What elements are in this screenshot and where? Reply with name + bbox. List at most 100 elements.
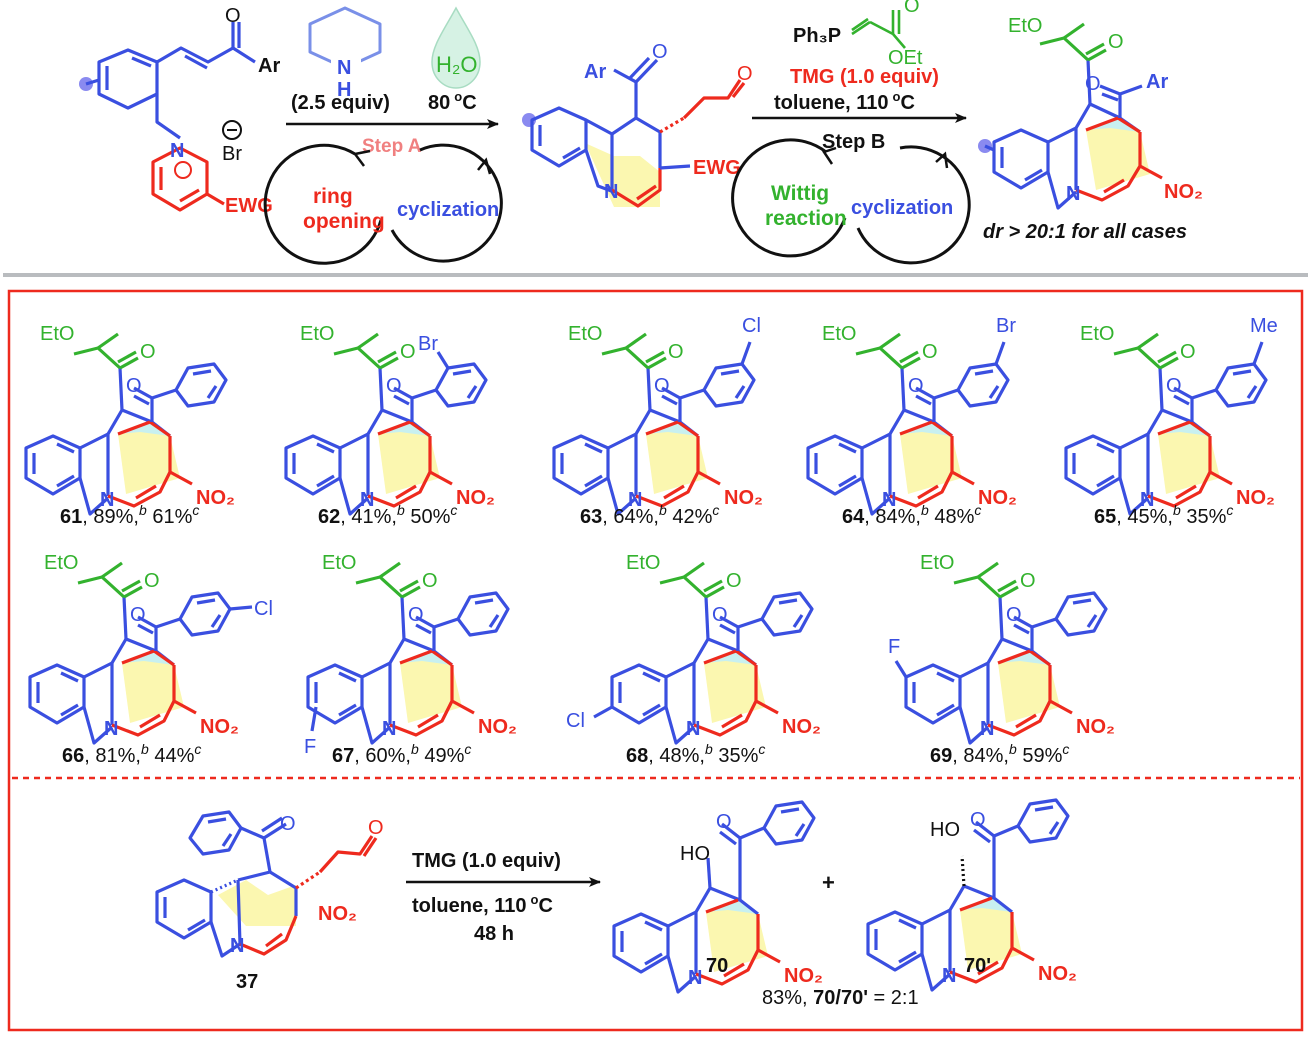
ylide-ph3p: Ph₃P [793,25,841,47]
water-label: H₂O [436,52,478,77]
no2-label: NO₂ [200,716,239,738]
label-63: 63, 64%,b 42%c [580,502,719,528]
step-b-label: Step B [822,131,885,153]
cycle-b-right: cyclization [851,197,953,219]
temp-a-unit: C [462,92,476,114]
n-label: N [882,489,896,511]
pyridinium-ring [151,146,209,212]
plus-sign: + [822,870,835,895]
eto-label: EtO [568,323,602,345]
sub-br: Br [418,333,438,355]
no2-label: NO₂ [782,716,821,738]
cycle-b-left1: Wittig [771,182,829,205]
cond-b-unit: C [900,92,914,114]
int-n: N [604,181,618,203]
label-70-prime: 70' [964,955,991,977]
scope-box [7,289,1304,1032]
eto-label: EtO [920,552,954,574]
svg-text:O: O [280,813,296,835]
no2-label: NO₂ [1236,487,1275,509]
no2-label: NO₂ [196,487,235,509]
n-label: N [360,489,374,511]
no2-label: NO₂ [978,487,1017,509]
compound-67: F EtO N NO₂ [304,552,517,758]
sub-cl: Cl [742,315,761,337]
compound-37 [155,810,378,958]
n-label: N [628,489,642,511]
n-label: N [1140,489,1154,511]
tmg-label: TMG (1.0 equiv) [790,66,939,88]
piperidine-h: H [337,79,351,101]
ylide-structure [851,10,906,49]
sm-n-label: N [170,140,184,162]
no2-label: NO₂ [1038,963,1077,985]
int-ewg: EWG [693,157,741,179]
svg-text:O: O [737,63,753,85]
prod-no2: NO₂ [1164,181,1203,203]
eto-label: EtO [322,552,356,574]
dr-statement: dr > 20:1 for all cases [983,221,1187,243]
temp-a: 80 [428,92,450,114]
prod-eto: EtO [1008,15,1042,37]
svg-text:O: O [716,811,732,833]
compound-66: Cl EtO N NO₂ [28,552,273,745]
sub-br: Br [996,315,1016,337]
general-product [978,22,1163,210]
prod-ar: Ar [1146,71,1168,93]
sub-f: F [304,736,316,758]
label-67: 67, 60%,b 49%c [332,741,471,767]
water-drop-icon [431,6,481,89]
sm-ar-label: Ar [258,55,280,77]
compound-68: Cl EtO N NO₂ [566,552,821,745]
svg-text:O: O [652,41,668,63]
compound-70: O HO N NO₂ [612,800,823,994]
c37-no2: NO₂ [318,903,357,925]
ho-label: HO [930,819,960,841]
eto-label: EtO [822,323,856,345]
sm-ewg-label: EWG [225,195,273,217]
eto-label: EtO [300,323,334,345]
bottom-cond2: 48 h [474,923,514,945]
cycle-a-left1: ring [313,185,353,208]
bromide-label: Br [222,143,242,165]
n-label: N [688,967,702,989]
n-label: N [942,965,956,987]
bottom-cond1-unit: C [538,895,552,917]
cycle-b [731,138,971,265]
sub-cl: Cl [254,598,273,620]
sub-cl: Cl [566,710,585,732]
bottom-reagent: TMG (1.0 equiv) [412,850,561,872]
label-70: 70 [706,955,728,977]
label-64: 64, 84%,b 48%c [842,502,981,528]
label-66: 66, 81%,b 44%c [62,741,201,767]
svg-text:O: O [970,809,986,831]
compound-65: Me EtO N NO₂ [1064,315,1278,516]
cycle-a [263,143,503,265]
charge-plus [174,161,192,179]
amine-equiv: (2.5 equiv) [291,92,390,114]
svg-text:O: O [368,817,384,839]
n-label: N [100,489,114,511]
compound-63: Cl EtO N NO₂ [552,315,763,516]
n-label: N [382,718,396,740]
bottom-cond1: toluene, 110 [412,895,527,917]
label-62: 62, 41%,b 50%c [318,502,457,528]
cycle-a-left2: opening [303,210,385,233]
sub-f: F [888,636,900,658]
cond-b: toluene, 110 [774,92,889,114]
starting-material [79,22,256,212]
no2-label: NO₂ [478,716,517,738]
label-37: 37 [236,971,258,993]
eto-label: EtO [44,552,78,574]
svg-text:O: O [904,0,920,17]
int-ar: Ar [584,61,606,83]
svg-text:O: O [225,5,241,27]
ylide-oet: OEt [888,47,923,69]
compound-61: EtO N NO₂ [24,323,235,516]
ho-label: HO [680,843,710,865]
c37-n: N [230,935,244,957]
